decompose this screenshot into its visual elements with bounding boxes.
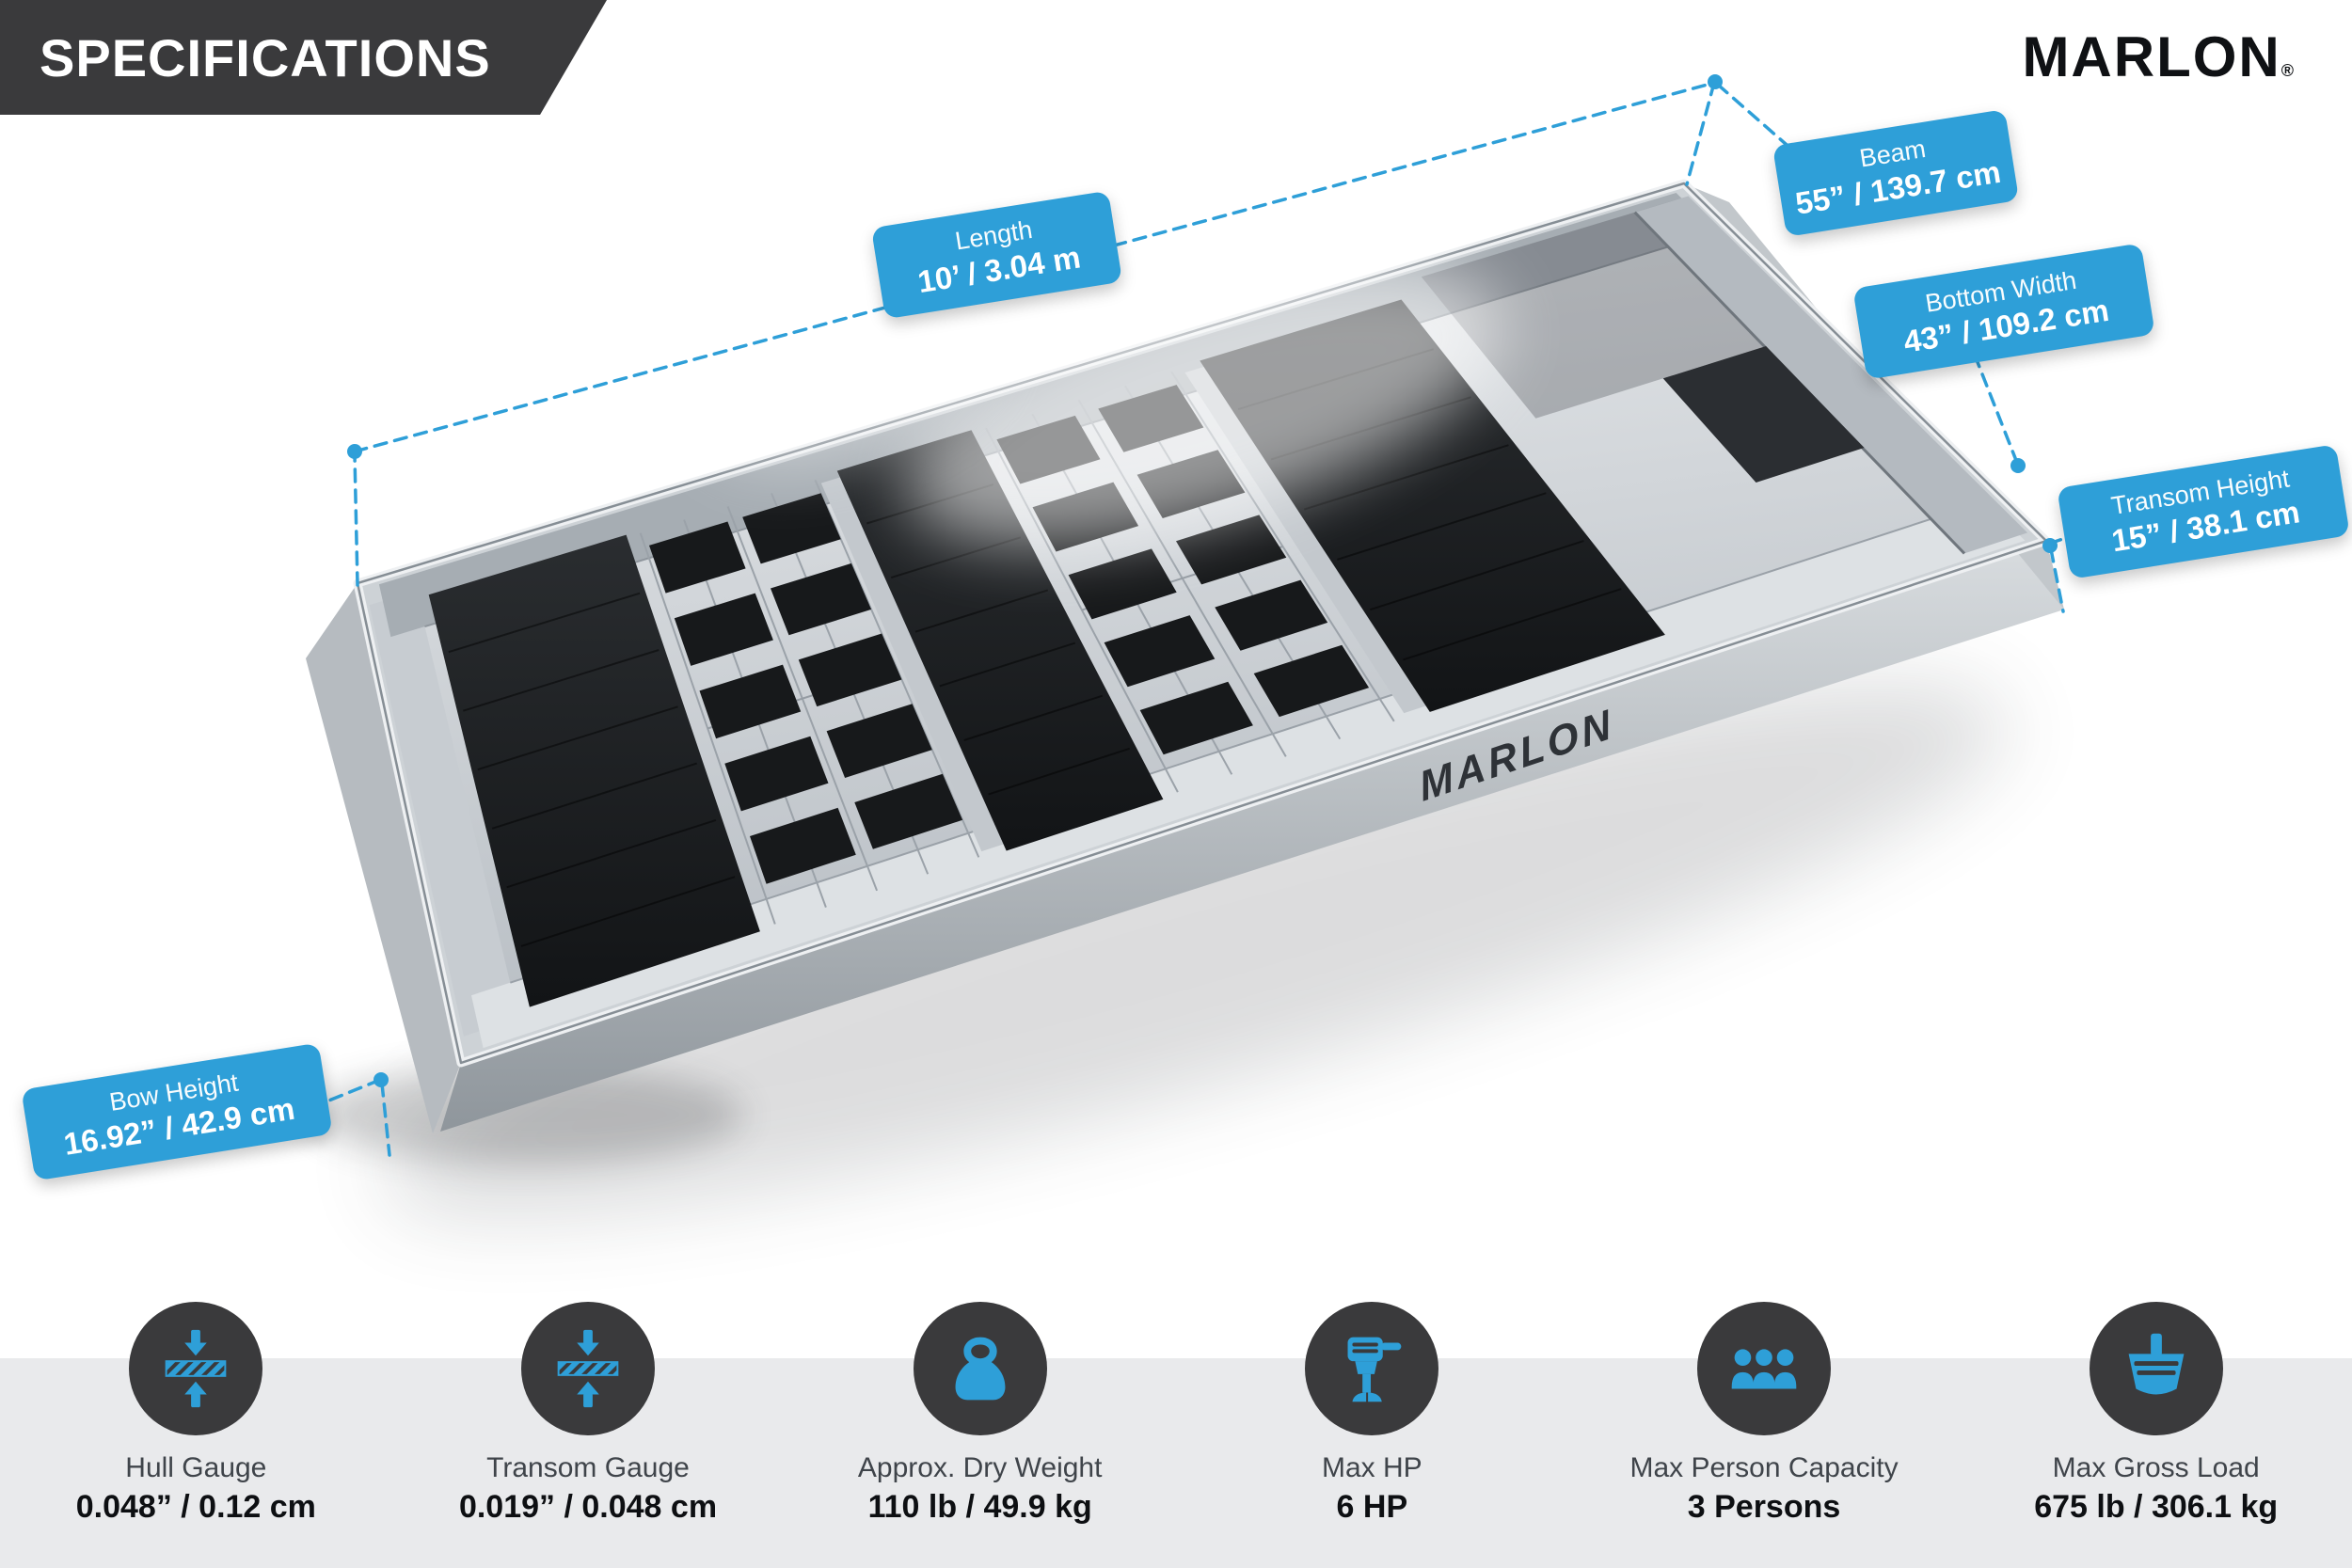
hull-gauge-icon [129, 1302, 263, 1435]
spec-value: 6 HP [1336, 1489, 1408, 1525]
spec-band: Hull Gauge 0.048” / 0.12 cm Transom Gaug… [0, 1302, 2352, 1568]
page-title: SPECIFICATIONS [40, 27, 491, 87]
spec-label: Max Gross Load [2052, 1452, 2260, 1483]
boat-shadow [310, 682, 2010, 1218]
outboard-motor-icon [1305, 1302, 1439, 1435]
spec-label: Approx. Dry Weight [857, 1452, 1103, 1483]
spec-item-dry-weight: Approx. Dry Weight 110 lb / 49.9 kg [784, 1302, 1176, 1526]
spec-value: 0.048” / 0.12 cm [75, 1489, 316, 1525]
aluminum-glare [701, 263, 1503, 546]
brand-logo-text: MARLON [2022, 25, 2281, 88]
dimension-dots [347, 74, 2058, 1087]
spec-label: Hull Gauge [125, 1452, 267, 1483]
boat-hull [306, 179, 2064, 1133]
max-gross-load-boat-icon [2089, 1302, 2223, 1435]
spec-value: 675 lb / 306.1 kg [2034, 1489, 2279, 1525]
spec-item-max-hp: Max HP 6 HP [1176, 1302, 1568, 1526]
person-capacity-icon [1697, 1302, 1832, 1435]
brand-logo: MARLON® [2022, 24, 2296, 89]
spec-label: Max HP [1322, 1452, 1422, 1483]
registered-mark: ® [2280, 61, 2296, 80]
spec-item-transom-gauge: Transom Gauge 0.019” / 0.048 cm [392, 1302, 785, 1526]
spec-value: 110 lb / 49.9 kg [867, 1489, 1092, 1525]
spec-label: Transom Gauge [486, 1452, 690, 1483]
spec-item-person-capacity: Max Person Capacity 3 Persons [1568, 1302, 1961, 1526]
transom-gauge-icon [521, 1302, 655, 1435]
spec-item-hull-gauge: Hull Gauge 0.048” / 0.12 cm [0, 1302, 392, 1526]
spec-item-gross-load: Max Gross Load 675 lb / 306.1 kg [1960, 1302, 2352, 1526]
spec-value: 3 Persons [1687, 1489, 1841, 1525]
specifications-banner: SPECIFICATIONS [0, 0, 607, 115]
spec-label: Max Person Capacity [1629, 1452, 1899, 1483]
dry-weight-icon [913, 1302, 1047, 1435]
spec-value: 0.019” / 0.048 cm [458, 1489, 718, 1525]
